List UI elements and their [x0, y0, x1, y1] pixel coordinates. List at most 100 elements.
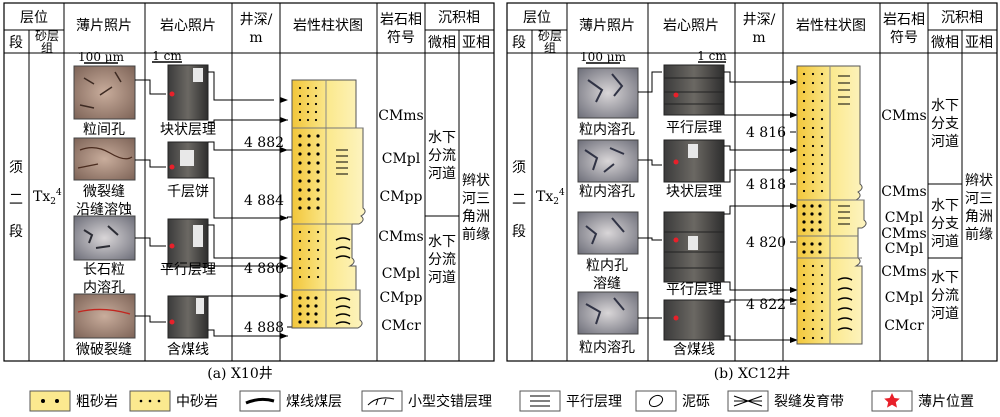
header-thin-section-b: 薄片照片	[579, 18, 635, 34]
sand-grain-dot	[298, 296, 302, 300]
sub-a-line3: 角洲	[462, 209, 490, 225]
thin-photo-a2-texture	[77, 146, 133, 169]
core-label-b3: 平行层理	[666, 282, 722, 298]
sand-grain-dot	[316, 266, 320, 270]
sand-grain-dot	[820, 99, 824, 103]
scale-thin-a: 100 μm	[78, 50, 125, 64]
sand-grain-dot	[811, 99, 815, 103]
sand-grain-dot	[298, 102, 302, 106]
sand-grain-dot	[818, 220, 822, 224]
micro-a1-line3: 河道	[428, 166, 456, 182]
header-thin-section: 薄片照片	[76, 18, 132, 34]
connectors-thin-core-a	[135, 79, 166, 323]
segment-char-b3: 段	[512, 224, 526, 240]
facies-code-b6: CMms	[881, 264, 927, 280]
header-segment-b: 段	[512, 35, 526, 51]
sand-grain-dot	[820, 162, 824, 166]
sand-grain-dot	[811, 282, 815, 286]
facies-code-b8: CMcr	[884, 318, 924, 334]
header-micro-b: 微相	[931, 35, 959, 51]
fracture-zone-icon	[733, 395, 763, 407]
header-sand-group-b1: 砂层	[538, 29, 562, 43]
sand-grain-dot	[811, 162, 815, 166]
sub-a-line2: 河三	[462, 191, 490, 207]
coal-streak-mark	[335, 305, 351, 309]
segment-char-3: 段	[9, 224, 23, 240]
thin-label-b4: 溶缝	[593, 276, 621, 292]
sand-grain-dot	[298, 188, 302, 192]
micro-b3-line3: 河道	[931, 306, 959, 322]
sand-grain-dot	[306, 312, 310, 316]
micro-b3-line2: 分流	[931, 288, 959, 304]
legend-label-parallel: 平行层理	[566, 394, 622, 410]
sand-grain-dot	[802, 242, 806, 246]
depth-tick-a2: 4 884	[244, 193, 284, 209]
core-photo-b1	[663, 64, 725, 116]
sand-grain-dot	[314, 102, 318, 106]
connectors-core-column-b	[724, 71, 790, 341]
sand-grain-dot	[298, 312, 302, 316]
sand-grain-dot	[802, 273, 806, 277]
sand-grain-dot	[298, 197, 302, 201]
legend-mud-gravel-swatch	[635, 390, 677, 412]
segment-char-1: 须	[9, 160, 23, 176]
sand-grain-dot	[298, 143, 302, 147]
coal-streak-mark	[335, 321, 351, 325]
sand-grain-dot	[820, 153, 824, 157]
header-depth-b1: 井深/	[743, 12, 776, 28]
panel-a-frame	[3, 2, 495, 362]
sand-grain-dot	[811, 117, 815, 121]
sand-grain-dot	[810, 250, 814, 254]
sand-grain-dot	[811, 336, 815, 340]
sand-grain-dot	[820, 318, 824, 322]
star-icon	[884, 393, 900, 408]
sand-grain-dot	[820, 171, 824, 175]
sand-grain-dot	[802, 300, 806, 304]
facies-code-b7: CMpl	[885, 290, 924, 306]
core-tag-a4	[196, 298, 204, 314]
facies-code-a2: CMpl	[382, 151, 421, 167]
sand-grain-dot	[811, 135, 815, 139]
sand-grain-dot	[820, 273, 824, 277]
facies-code-b2: CMms	[881, 184, 927, 200]
facies-code-a7: CMcr	[381, 318, 421, 334]
litho-column-a	[291, 79, 366, 329]
thin-photo-b3-texture	[585, 217, 625, 245]
core-label-a3: 平行层理	[160, 262, 216, 278]
sand-grain-dot	[802, 135, 806, 139]
facies-code-a3: CMpp	[380, 189, 423, 205]
facies-code-a6: CMpp	[380, 290, 423, 306]
thin-position-dot	[673, 315, 679, 321]
legend-label-coarse-sand: 粗砂岩	[76, 394, 118, 410]
core-label-b1: 平行层理	[666, 120, 722, 136]
thin-label-b2: 粒内溶孔	[579, 184, 635, 200]
header-sand-group-b2: 组	[544, 41, 556, 55]
facies-code-b3: CMpl	[885, 210, 924, 226]
thin-photo-b1-texture	[587, 73, 624, 103]
sand-grain-dot	[802, 264, 806, 268]
panel-b-frame	[506, 2, 998, 362]
sand-grain-dot	[820, 108, 824, 112]
coal-streak-mark	[837, 277, 853, 281]
sand-grain-dot	[820, 189, 824, 193]
sand-grain-dot	[298, 257, 302, 261]
core-tag-b3	[688, 236, 698, 250]
micro-a1-line1: 水下	[428, 130, 456, 146]
micro-a2-line1: 水下	[428, 234, 456, 250]
thin-position-dot	[673, 92, 679, 98]
sand-grain-dot	[820, 144, 824, 148]
core-photo-b4	[663, 299, 725, 341]
medium-dot	[157, 399, 161, 403]
sand-grain-dot	[298, 134, 302, 138]
sand-grain-dot	[316, 239, 320, 243]
sand-grain-dot	[811, 300, 815, 304]
micro-b2-line1: 水下	[931, 198, 959, 214]
thin-position-dot	[169, 243, 175, 249]
sand-grain-dot	[307, 179, 311, 183]
micro-a2-line3: 河道	[428, 270, 456, 286]
sand-grain-dot	[811, 318, 815, 322]
sand-grain-dot	[314, 118, 318, 122]
core-label-b2: 块状层理	[666, 184, 722, 200]
sand-grain-dot	[820, 117, 824, 121]
thin-photo-a4-crack	[77, 308, 131, 315]
